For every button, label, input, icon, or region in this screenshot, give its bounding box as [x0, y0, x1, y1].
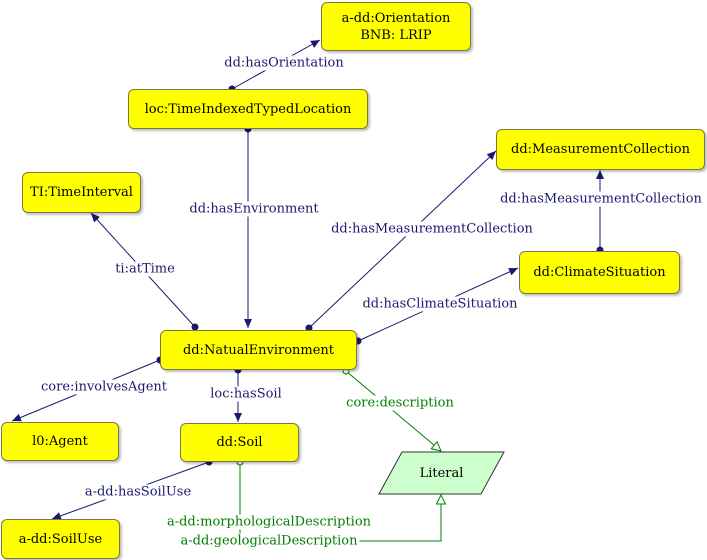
- label-has-measurement-collection-1: dd:hasMeasurementCollection: [329, 221, 535, 237]
- edge-has-measurement-collection-1: [305, 150, 497, 332]
- edge-has-environment: [244, 125, 252, 328]
- node-time-indexed-location-label: loc:TimeIndexedTypedLocation: [144, 101, 352, 117]
- label-geological-description: a-dd:geologicalDescription: [178, 533, 360, 549]
- label-at-time: ti:atTime: [113, 261, 177, 277]
- node-climate-situation-label: dd:ClimateSituation: [533, 265, 666, 280]
- node-time-interval[interactable]: TI:TimeInterval: [22, 172, 141, 213]
- node-soil-use[interactable]: a-dd:SoilUse: [1, 519, 120, 559]
- node-orientation[interactable]: a-dd:Orientation BNB: LRIP: [321, 2, 471, 51]
- label-description: core:description: [344, 395, 456, 411]
- node-soil[interactable]: dd:Soil: [180, 423, 299, 462]
- node-soil-use-label: a-dd:SoilUse: [18, 531, 103, 547]
- node-measurement-collection[interactable]: dd:MeasurementCollection: [496, 129, 705, 170]
- node-literal-label: Literal: [419, 465, 464, 481]
- node-orientation-label: a-dd:Orientation: [341, 10, 451, 26]
- node-agent[interactable]: l0:Agent: [1, 422, 119, 461]
- node-measurement-collection-label: dd:MeasurementCollection: [511, 142, 690, 157]
- label-involves-agent: core:involvesAgent: [39, 379, 169, 395]
- node-agent-label: l0:Agent: [32, 434, 88, 449]
- node-time-indexed-location[interactable]: loc:TimeIndexedTypedLocation: [128, 89, 368, 129]
- label-has-measurement-collection-2: dd:hasMeasurementCollection: [498, 191, 704, 207]
- node-natual-environment[interactable]: dd:NatualEnvironment: [160, 330, 357, 370]
- node-soil-label: dd:Soil: [216, 435, 263, 450]
- node-climate-situation[interactable]: dd:ClimateSituation: [519, 251, 680, 294]
- node-time-interval-label: TI:TimeInterval: [30, 185, 133, 200]
- label-morphological-description: a-dd:morphologicalDescription: [164, 514, 374, 530]
- edge-has-measurement-collection-2: [596, 170, 604, 254]
- label-has-soil: loc:hasSoil: [208, 386, 284, 402]
- label-has-soil-use: a-dd:hasSoilUse: [82, 484, 194, 500]
- node-literal[interactable]: Literal: [378, 451, 505, 495]
- label-has-orientation: dd:hasOrientation: [222, 55, 346, 71]
- node-natual-environment-label: dd:NatualEnvironment: [182, 342, 335, 358]
- literal-parallelogram-shape: [378, 451, 505, 495]
- label-has-environment: dd:hasEnvironment: [187, 201, 321, 217]
- node-orientation-sublabel: BNB: LRIP: [360, 27, 432, 43]
- label-has-climate-situation: dd:hasClimateSituation: [360, 296, 520, 312]
